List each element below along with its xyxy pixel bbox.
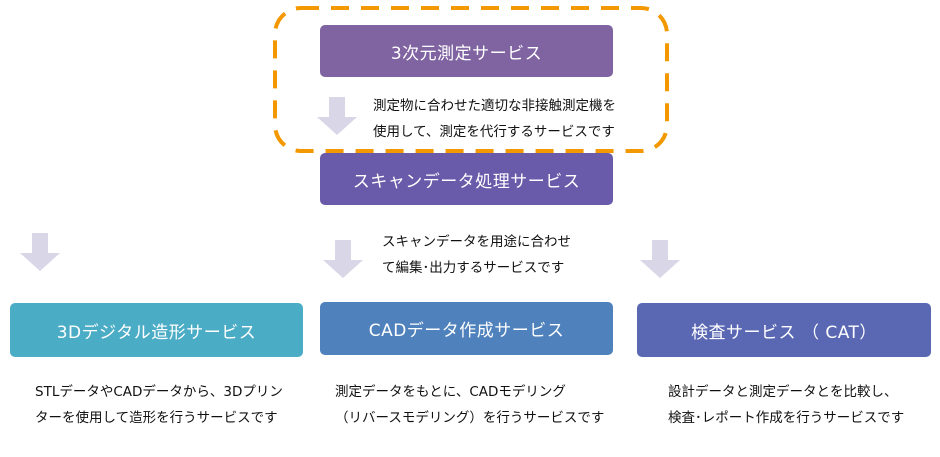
scan-service-box: スキャンデータ処理サービス [320,153,613,205]
printing-service-description: STLデータやCADデータから、3Dプリン ターを使用して造形を行うサービスです [35,384,283,426]
inspection-service-title: 検査サービス （ CAT） [691,322,877,343]
inspection-service-description: 設計データと測定データとを比較し、 検査･レポート作成を行うサービスです [668,384,905,426]
measure-service-box: 3次元測定サービス [320,25,613,77]
inspection-service-box: 検査サービス （ CAT） [637,303,931,357]
scan-service-title: スキャンデータ処理サービス [352,171,581,192]
cad-service-box: CADデータ作成サービス [320,302,613,355]
cad-service-description: 測定データをもとに、CADモデリング （リバースモデリング）を行うサービスです [335,384,605,426]
cad-service-title: CADデータ作成サービス [368,321,565,341]
down-arrow-icon [317,97,357,135]
down-arrow-icon [20,233,60,271]
scan-service-description: スキャンデータを用途に合わせ て編集･出力するサービスです [382,234,571,276]
down-arrow-icon [323,240,363,278]
down-arrow-icon [640,240,680,278]
measure-service-title: 3次元測定サービス [390,43,543,64]
printing-service-title: 3Dデジタル造形サービス [56,322,257,343]
measure-service-description: 測定物に合わせた適切な非接触測定機を 使用して、測定を代行するサービスです [373,98,616,140]
printing-service-box: 3Dデジタル造形サービス [10,303,303,357]
